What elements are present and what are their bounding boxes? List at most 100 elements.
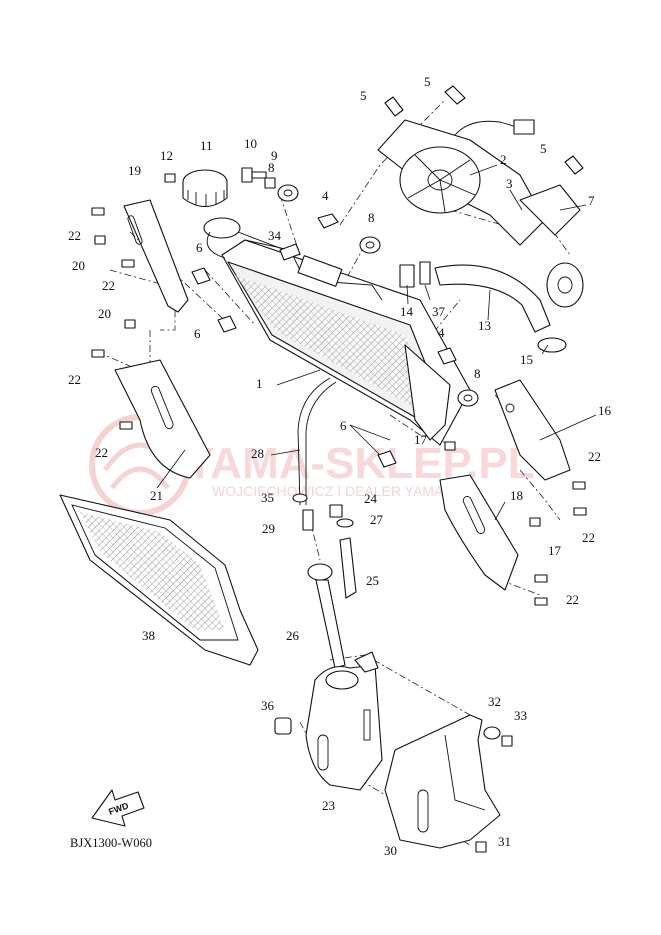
clip-4-top-icon: [317, 213, 339, 229]
callout-15: 15: [520, 352, 533, 367]
callout-16: 16: [598, 403, 612, 418]
callout-12: 12: [160, 148, 173, 163]
callout-17-a: 17: [414, 432, 428, 447]
bolt-22-a-icon: [91, 207, 105, 216]
nut-20-a-icon: [94, 235, 106, 245]
callout-17-b: 17: [548, 543, 562, 558]
callout-22-e: 22: [588, 449, 601, 464]
callout-5-a: 5: [360, 88, 367, 103]
bolt-31-icon: [475, 841, 487, 853]
callout-35: 35: [261, 490, 274, 505]
radiator: [221, 239, 471, 446]
callout-10: 10: [244, 136, 257, 151]
callout-labels: 1 2 3 4 4 5 5 5 6 6 6 7 8 8 8 9 10 11 12…: [68, 74, 612, 858]
callout-32: 32: [488, 694, 501, 709]
callout-25: 25: [366, 573, 379, 588]
callout-19: 19: [128, 163, 141, 178]
callout-22-g: 22: [566, 592, 579, 607]
bolt-22-c-icon: [91, 349, 105, 358]
diagram-code: BJX1300-W060: [70, 836, 152, 850]
callout-23: 23: [322, 798, 335, 813]
callout-8-mid: 8: [368, 210, 375, 225]
bracket-left-lower: [114, 359, 211, 479]
fan-assembly: [377, 119, 581, 246]
watermark: YAMA-SKLEP.PL WOJCIECHOWICZ I DEALER YAM…: [89, 414, 535, 516]
radiator-cap-icon: [182, 169, 228, 208]
callout-29: 29: [262, 521, 275, 536]
clamp-27-icon: [336, 518, 354, 528]
fitting-24-icon: [329, 504, 343, 518]
clip-4-mid-icon: [437, 347, 457, 365]
callout-14: 14: [400, 304, 414, 319]
grommet-8-low-icon: [457, 389, 479, 407]
bolt-5-a-icon: [384, 96, 404, 117]
callout-26: 26: [286, 628, 300, 643]
bolt-22-b-icon: [121, 259, 135, 268]
hose-joint-14-icon: [399, 264, 415, 288]
radiator-hose: [434, 264, 551, 333]
callout-6-b: 6: [194, 326, 201, 341]
clip-6-a-icon: [191, 267, 211, 285]
leader-lines: [156, 164, 597, 521]
grommet-8-top-icon: [277, 184, 299, 202]
nut-20-b-icon: [124, 319, 136, 329]
callout-22-f: 22: [582, 530, 595, 545]
callout-36: 36: [261, 698, 275, 713]
damper-36-icon: [274, 717, 292, 735]
callout-8-low: 8: [474, 366, 481, 381]
callout-9: 9: [271, 148, 278, 163]
callout-38: 38: [142, 628, 155, 643]
clip-6-b-icon: [217, 315, 237, 333]
hose-clamp-34-icon: [279, 243, 301, 261]
callout-21: 21: [150, 488, 163, 503]
clip-6-c-icon: [377, 450, 397, 468]
breather-hose-25: [339, 537, 357, 599]
callout-22-c: 22: [68, 372, 81, 387]
callout-7: 7: [588, 193, 595, 208]
callout-2: 2: [500, 152, 507, 167]
fitting-29-icon: [302, 509, 314, 531]
callout-31: 31: [498, 834, 511, 849]
callout-20-b: 20: [98, 306, 111, 321]
callout-8-top: 8: [268, 160, 275, 175]
callout-18: 18: [510, 488, 523, 503]
bolt-5-c-icon: [564, 155, 584, 175]
callout-11: 11: [200, 138, 213, 153]
callout-24: 24: [364, 491, 378, 506]
callout-3: 3: [506, 176, 513, 191]
callout-20-a: 20: [72, 258, 85, 273]
bolt-22-g-icon: [534, 574, 548, 606]
bolt-10-icon: [241, 167, 267, 183]
overflow-hose-28: [297, 377, 337, 506]
callout-27: 27: [370, 512, 384, 527]
bolt-22-f-icon: [573, 507, 587, 516]
callout-6-a: 6: [196, 240, 203, 255]
callout-5-c: 5: [540, 141, 547, 156]
filler-pipe-26: [307, 563, 346, 669]
callout-28: 28: [251, 446, 264, 461]
tank-cover: [384, 714, 501, 849]
callout-33: 33: [514, 708, 527, 723]
fan-motor-cover: [546, 262, 584, 308]
watermark-subtitle: WOJCIECHOWICZ I DEALER YAMAHA: [212, 483, 463, 499]
callout-22-b: 22: [102, 278, 115, 293]
bolt-5-b-icon: [444, 85, 466, 105]
bracket-left-upper: [123, 199, 189, 313]
reservoir-tank: [305, 651, 383, 791]
collar-32-icon: [483, 726, 501, 740]
bolt-22-d-icon: [119, 421, 133, 430]
bracket-right-lower: [439, 474, 519, 591]
callout-37: 37: [432, 304, 446, 319]
callout-22-d: 22: [95, 445, 108, 460]
hose-joint-37-icon: [419, 261, 431, 285]
nut-17-a-icon: [444, 441, 456, 451]
radiator-guard: [59, 494, 259, 666]
callout-22-a: 22: [68, 228, 81, 243]
clamp-35-icon: [292, 493, 308, 503]
bolt-22-e-icon: [572, 481, 586, 490]
callout-34: 34: [268, 228, 282, 243]
nut-17-b-icon: [529, 517, 541, 527]
callout-4-mid: 4: [438, 325, 445, 340]
collar-9-icon: [264, 177, 276, 189]
